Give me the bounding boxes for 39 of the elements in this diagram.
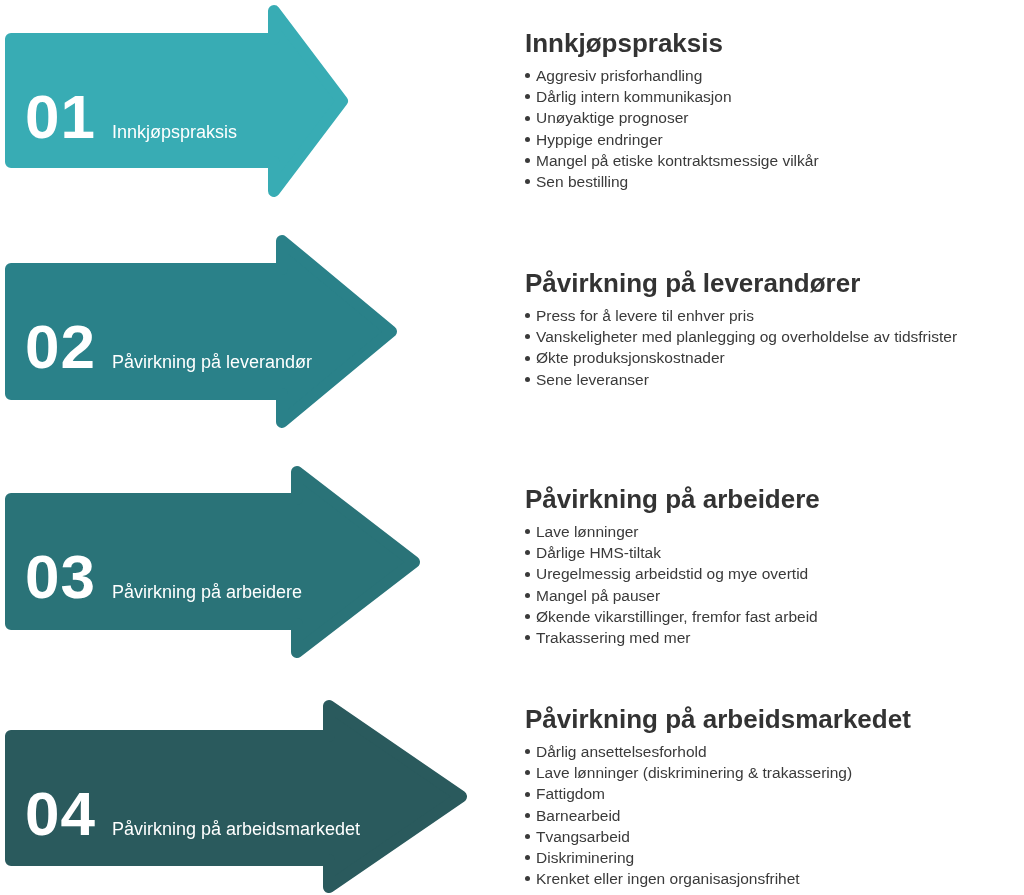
arrow-shape xyxy=(5,235,397,428)
bullet-item: Mangel på pauser xyxy=(536,585,661,606)
bullet-item: Krenket eller ingen organisasjonsfrihet xyxy=(536,869,800,890)
step-number: 01 xyxy=(25,81,96,152)
bullet-item: Aggresiv prisforhandling xyxy=(536,66,703,86)
bullet-item: Lave lønninger (diskriminering & trakassering) xyxy=(536,763,853,784)
bullet-item: Dårlig ansettelsesforhold xyxy=(536,742,707,762)
bullet-item: Tvangsarbeid xyxy=(536,826,630,847)
bullet-item: Press for å levere til enhver pris xyxy=(536,306,754,326)
bullet-item: Dårlige HMS-tiltak xyxy=(536,543,661,564)
bullet-item: Uregelmessig arbeidstid og mye overtid xyxy=(536,564,809,585)
bullet-item: Vanskeligheter med planlegging og overholdelse av tidsfrister xyxy=(536,327,958,348)
section-heading: Påvirkning på arbeidere xyxy=(525,484,820,515)
step-number: 03 xyxy=(25,541,96,612)
bullet-item: Fattigdom xyxy=(536,784,605,805)
arrow-shape xyxy=(5,5,348,197)
bullet-item: Trakassering med mer xyxy=(536,628,691,648)
bullet-item: Dårlig intern kommunikasjon xyxy=(536,87,732,108)
section-heading: Påvirkning på arbeidsmarkedet xyxy=(525,704,911,735)
bullet-item: Økende vikarstillinger, fremfor fast arbeid xyxy=(536,606,818,627)
bullet-item: Økte produksjonskostnader xyxy=(536,348,725,369)
bullet-item: Sen bestilling xyxy=(536,172,629,192)
bullet-item: Mangel på etiske kontraktsmessige vilkår xyxy=(536,150,819,171)
bullet-item: Diskriminering xyxy=(536,848,635,868)
step-label: Påvirkning på leverandør xyxy=(111,352,313,373)
bullet-item: Barnearbeid xyxy=(536,805,621,826)
bullet-item: Sene leveranser xyxy=(536,369,649,390)
step-label: Innkjøpspraksis xyxy=(111,122,237,143)
arrow-shape xyxy=(5,466,420,658)
step-number: 04 xyxy=(25,778,96,849)
bullet-item: Lave lønninger xyxy=(536,522,639,542)
step-label: Påvirkning på arbeidsmarkedet xyxy=(111,819,361,840)
section-heading: Innkjøpspraksis xyxy=(525,28,724,59)
bullet-item: Unøyaktige prognoser xyxy=(536,108,689,129)
step-label: Påvirkning på arbeidere xyxy=(111,582,303,603)
step-number: 02 xyxy=(25,311,96,382)
section-heading: Påvirkning på leverandører xyxy=(525,268,862,299)
bullet-item: Hyppige endringer xyxy=(536,129,663,150)
arrow-shape xyxy=(5,700,467,893)
